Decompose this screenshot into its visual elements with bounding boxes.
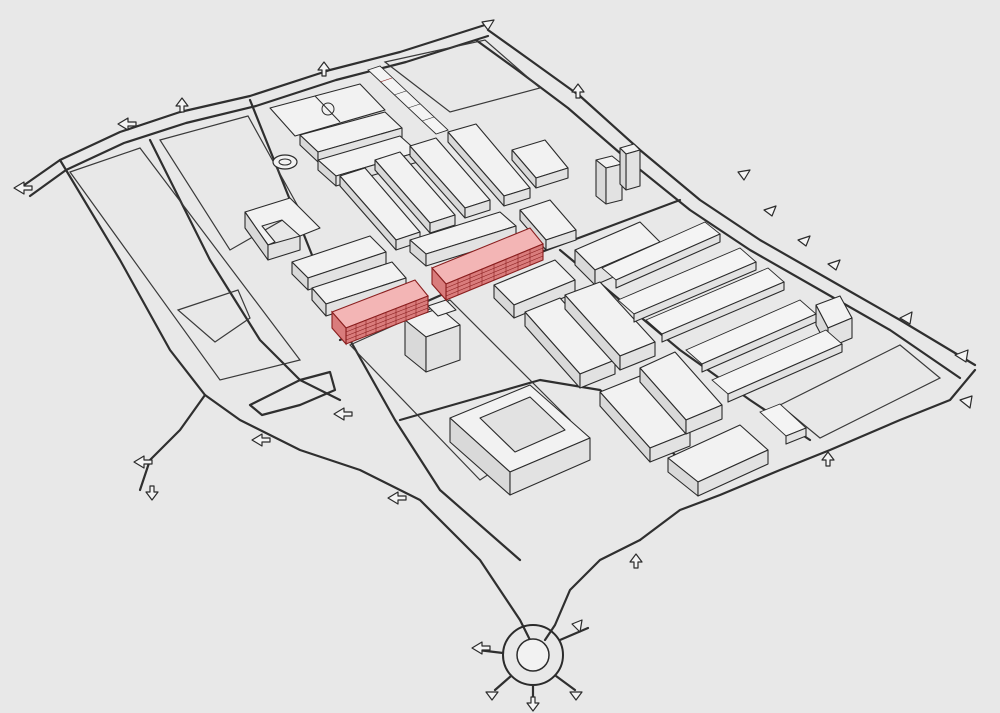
road-west-inner [148,138,342,402]
building-slab-1 [339,167,421,251]
building-slab-4 [447,123,531,207]
road-arrow-icon [251,433,271,447]
road-arrow-icon [13,181,33,195]
row-east-4 [685,299,817,373]
road-north-edge-inner [28,34,490,198]
road-arrow-icon [827,259,841,271]
building-e3 [524,297,616,389]
road-west-branch [138,393,207,492]
building-ne-small [511,139,569,189]
building-e7 [667,424,769,497]
road-arrow-icon [899,311,913,325]
highlight-building-west [331,279,429,346]
road-arrow-icon [763,205,777,217]
road-east-edge [638,368,977,542]
tower-northeast [595,143,641,205]
road-arrow-icon [117,117,137,131]
housing-rows [367,65,843,445]
road-arrow-icon [571,619,583,633]
building-slab-3 [409,137,491,219]
building-e5 [599,375,691,463]
pitch-center-circle [321,102,335,116]
highlighted-buildings [331,227,544,346]
road-arrow-icon [333,407,353,421]
running-track-infield [278,158,292,166]
parcel-north-east-field [383,39,542,113]
road-south-edge [543,538,642,642]
road-arrow-icon [526,696,540,712]
road-arrow-icon [571,83,585,99]
road-southwest-edge [58,158,532,642]
roundabout-icon [476,626,590,707]
road-arrow-icon [797,235,811,247]
road-arrow-icon [145,485,159,501]
building-south-courtyard [449,384,591,496]
road-arrow-icon [175,97,189,113]
road-arrow-icon [959,395,973,409]
building-e4 [564,281,656,371]
parcel-west-field [69,147,302,381]
road-northeast-edge [486,28,977,367]
road-arrow-icon [387,491,407,505]
parcel-northwest [159,115,301,251]
row-east-6 [759,403,807,445]
road-arrow-icon [133,455,153,469]
row-east-1 [601,221,721,289]
road-arrow-icon [317,61,331,77]
road-arrow-icon [481,19,495,31]
building-west-courtyard [244,197,321,261]
building-e6 [639,351,723,435]
road-arrow-icon [569,691,583,701]
row-east-2 [617,247,757,323]
road-arrow-icon [629,553,643,569]
parcel-west-lot [176,289,251,343]
parcel-east-strip [778,344,942,439]
road-west-link [248,370,337,417]
road-arrows [13,19,973,712]
football-pitch-icon [269,83,386,137]
building-mid-slab [409,211,517,267]
tower-central [404,299,461,373]
roundabout [476,624,590,707]
roundabout-inner-ring [516,638,550,672]
row-east-5 [711,329,843,403]
row-east-3 [645,267,785,343]
road-north-edge [18,22,490,190]
sports-facilities [269,83,386,170]
road-arrow-icon [954,349,969,363]
highlight-building-east [431,227,544,302]
building-mw1 [291,235,387,291]
buildings [244,111,853,497]
running-track-icon [272,154,298,170]
pitch-centerline [314,95,341,123]
building-slab-2 [374,151,456,234]
road-arrow-icon [471,641,491,655]
row-north-terrace [367,65,449,135]
road-arrow-icon [485,691,499,701]
road-arrow-icon [737,169,751,181]
road-arrow-icon [821,451,835,467]
